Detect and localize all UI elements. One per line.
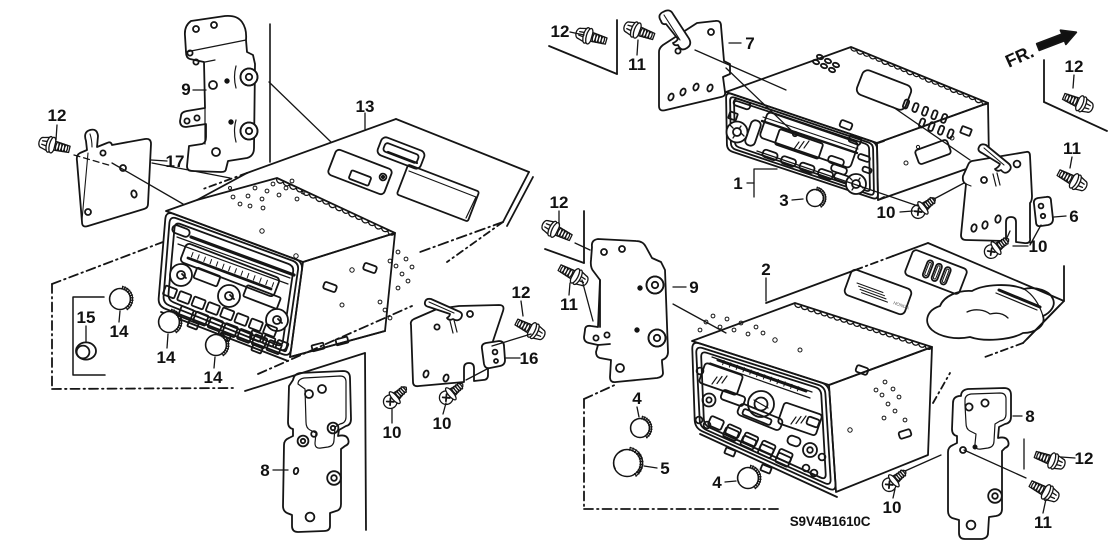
svg-text:10: 10 <box>433 414 452 433</box>
svg-text:7: 7 <box>745 34 754 53</box>
svg-text:14: 14 <box>157 348 176 367</box>
svg-text:8: 8 <box>1025 407 1034 426</box>
svg-text:12: 12 <box>512 283 531 302</box>
svg-text:3: 3 <box>779 191 788 210</box>
svg-text:13: 13 <box>356 97 375 116</box>
svg-text:10: 10 <box>877 203 896 222</box>
svg-text:12: 12 <box>48 106 67 125</box>
svg-text:10: 10 <box>883 498 902 517</box>
svg-text:12: 12 <box>1065 57 1084 76</box>
svg-text:11: 11 <box>628 55 646 74</box>
svg-text:2: 2 <box>761 260 770 279</box>
svg-text:HONDA: HONDA <box>893 300 910 310</box>
svg-text:10: 10 <box>1029 237 1048 256</box>
svg-text:14: 14 <box>204 368 223 387</box>
svg-text:12: 12 <box>551 22 570 41</box>
svg-text:17: 17 <box>166 152 185 171</box>
svg-text:11: 11 <box>1063 139 1081 158</box>
svg-text:9: 9 <box>181 80 190 99</box>
svg-text:15: 15 <box>77 308 96 327</box>
svg-text:4: 4 <box>712 473 722 492</box>
svg-text:12: 12 <box>550 193 569 212</box>
svg-text:8: 8 <box>260 461 269 480</box>
svg-text:16: 16 <box>520 349 539 368</box>
svg-text:10: 10 <box>383 423 402 442</box>
svg-text:6: 6 <box>1069 207 1078 226</box>
svg-text:11: 11 <box>1034 513 1052 532</box>
svg-text:5: 5 <box>660 459 669 478</box>
svg-text:4: 4 <box>632 389 642 408</box>
svg-text:11: 11 <box>560 295 578 314</box>
svg-text:9: 9 <box>689 278 698 297</box>
svg-text:14: 14 <box>110 322 129 341</box>
svg-text:1: 1 <box>733 174 742 193</box>
svg-text:12: 12 <box>1075 449 1094 468</box>
svg-text:S9V4B1610C: S9V4B1610C <box>790 514 871 529</box>
